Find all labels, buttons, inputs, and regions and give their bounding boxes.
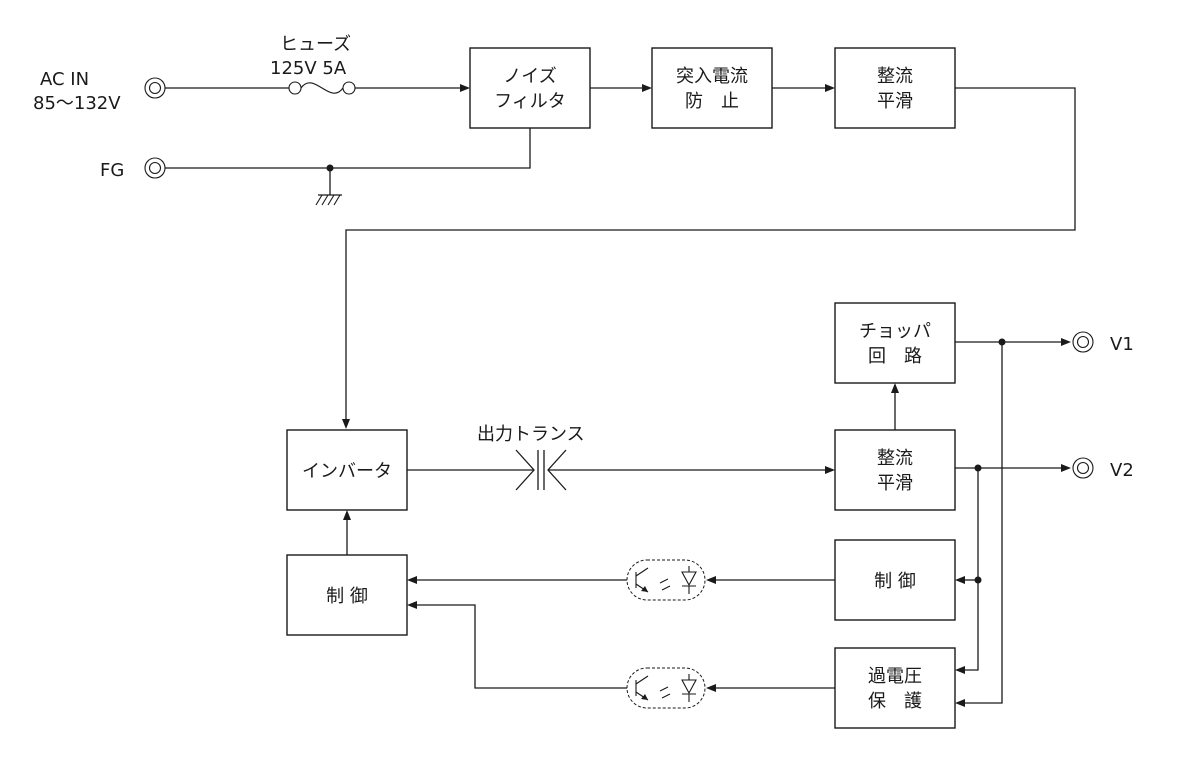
arrow-to-ovp-from-v2 — [955, 666, 965, 674]
fuse-rating-label: 125V 5A — [270, 58, 347, 79]
inrush-prevention-block: 突入電流 防 止 — [651, 47, 773, 129]
svg-text:ノイズ: ノイズ — [503, 66, 556, 87]
photocoupler-2-icon — [626, 667, 706, 709]
fuse-symbol — [288, 81, 356, 95]
photocoupler-1-icon — [626, 559, 706, 601]
inverter-block: インバータ — [286, 429, 408, 511]
v1-label: V1 — [1110, 334, 1134, 355]
arrow-to-noise-filter — [460, 84, 470, 92]
arrow-to-photocoupler-1 — [706, 576, 716, 584]
rectifier-secondary-block: 整流 平滑 — [834, 429, 956, 511]
svg-text:平滑: 平滑 — [877, 473, 913, 494]
primary-control-block: 制 御 — [286, 554, 408, 636]
fg-label: FG — [100, 160, 124, 181]
ac-in-voltage-label: 85〜132V — [33, 93, 121, 114]
v2-terminal — [1072, 457, 1094, 479]
v2-label: V2 — [1110, 460, 1134, 481]
overvoltage-protection-block: 過電圧 保 護 — [834, 647, 956, 729]
secondary-control-block: 制 御 — [834, 539, 956, 621]
dc-bus-wire — [345, 87, 1076, 420]
svg-text:制 御: 制 御 — [874, 571, 916, 592]
ac-in-terminal — [144, 77, 166, 99]
fuse-name-label: ヒューズ — [280, 34, 351, 55]
ovp-feedback-wire-b — [416, 604, 627, 689]
v2-sense-wire — [964, 468, 979, 671]
transformer-label: 出力トランス — [477, 424, 585, 445]
noise-filter-block: ノイズ フィルタ — [469, 47, 591, 129]
svg-text:制 御: 制 御 — [326, 586, 368, 607]
arrow-to-v2 — [1061, 464, 1071, 472]
svg-text:チョッパ: チョッパ — [859, 321, 931, 342]
svg-text:フィルタ: フィルタ — [494, 91, 566, 112]
arrow-to-ovp-from-v1 — [955, 699, 965, 707]
chopper-block: チョッパ 回 路 — [834, 302, 956, 384]
arrow-to-rectifier-primary — [825, 84, 835, 92]
arrow-to-inrush — [642, 84, 652, 92]
arrow-to-secondary-control — [955, 576, 965, 584]
svg-text:平滑: 平滑 — [877, 91, 913, 112]
fg-wire — [165, 128, 531, 169]
arrow-to-photocoupler-2 — [706, 684, 716, 692]
arrow-to-rectifier-secondary — [825, 466, 835, 474]
arrow-to-primary-control-from-ovp — [407, 601, 417, 609]
svg-text:防 止: 防 止 — [685, 91, 739, 112]
arrow-to-primary-control — [407, 576, 417, 584]
svg-text:過電圧: 過電圧 — [868, 666, 922, 687]
svg-text:突入電流: 突入電流 — [676, 66, 748, 87]
svg-text:インバータ: インバータ — [302, 461, 392, 482]
fg-terminal — [144, 157, 166, 179]
rectifier-primary-block: 整流 平滑 — [834, 47, 956, 129]
svg-text:保 護: 保 護 — [868, 691, 922, 712]
svg-text:回 路: 回 路 — [868, 346, 922, 367]
svg-text:整流: 整流 — [877, 66, 913, 87]
v1-sense-wire — [964, 342, 1003, 704]
ground-icon — [315, 168, 342, 206]
arrow-to-inverter-from-control — [343, 510, 351, 520]
ac-in-label: AC IN — [40, 69, 89, 90]
svg-text:整流: 整流 — [877, 448, 913, 469]
arrow-to-chopper — [891, 383, 899, 393]
arrow-to-v1 — [1061, 338, 1071, 346]
arrow-to-inverter — [342, 419, 350, 429]
v1-terminal — [1072, 331, 1094, 353]
